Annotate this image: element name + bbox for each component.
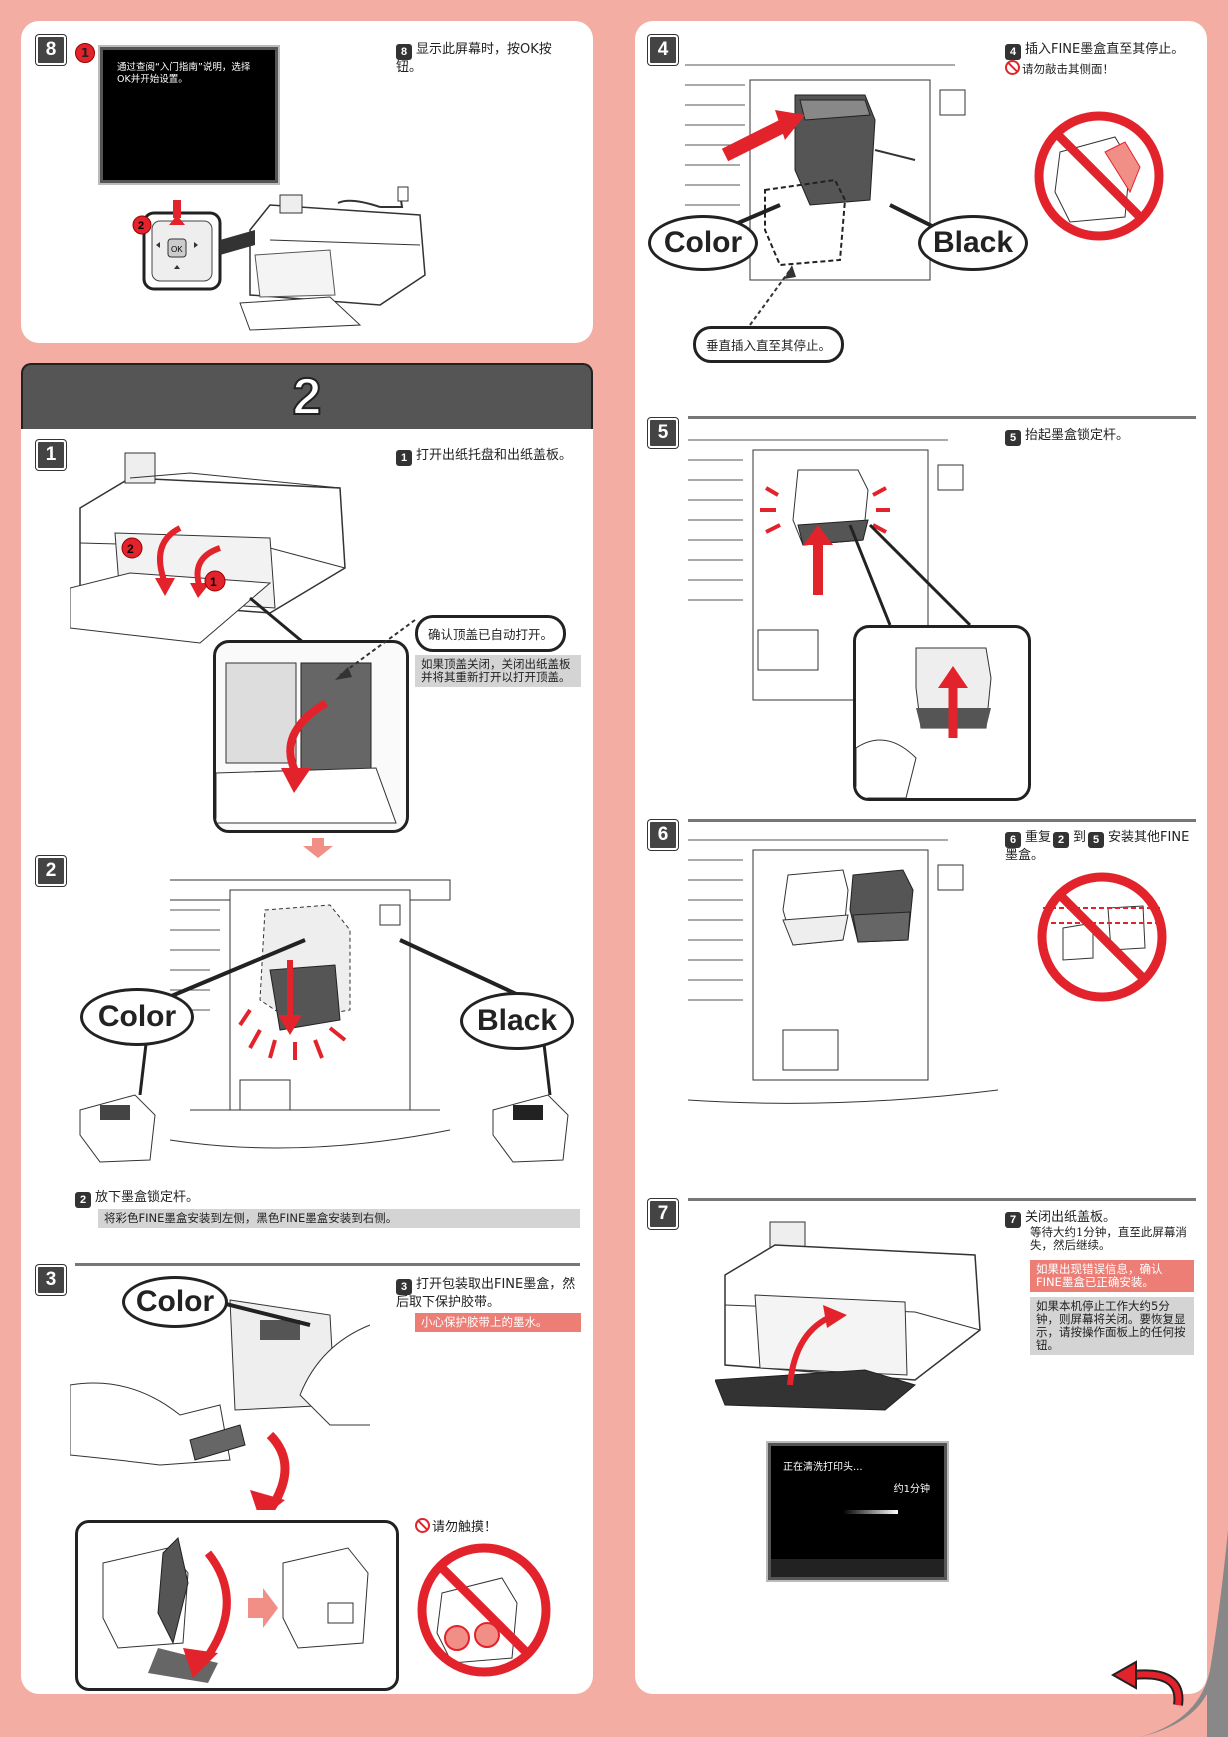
step7-number: 7: [648, 1199, 678, 1229]
step7-red-note: 如果出现错误信息，确认FINE墨盒已正确安装。: [1030, 1260, 1194, 1292]
step6-ref-a: 2: [1053, 832, 1070, 848]
cleaning-screen-line2: 约1分钟: [893, 1484, 930, 1495]
step6-text-b: 到: [1073, 830, 1087, 845]
printer-open-tray-illustration: 2 1: [70, 452, 346, 648]
step1-instruction: 1 打开出纸托盘和出纸盖板。: [396, 448, 591, 466]
step7-instruction-text: 关闭出纸盖板。: [1025, 1210, 1117, 1225]
both-cartridges-installed-illustration: [688, 839, 998, 1104]
section-header: 2: [21, 363, 593, 429]
do-not-tap-prohibition-icon: [1034, 111, 1164, 241]
step1-zoom-frame: [213, 640, 409, 833]
step5-instruction-text: 抬起墨盒锁定杆。: [1025, 428, 1130, 443]
screen-bottom-bar: [771, 1559, 944, 1577]
step7-gray-note: 如果本机停止工作大约5分钟，则屏幕将关闭。要恢复显示，请按操作面板上的任何按钮。: [1030, 1297, 1194, 1355]
step2-instruction-text: 放下墨盒锁定杆。: [95, 1190, 200, 1205]
step7-badge: 7: [1005, 1212, 1021, 1228]
incorrect-install-prohibition-icon: [1037, 872, 1167, 1002]
step3-no-touch: 请勿触摸！: [415, 1518, 497, 1536]
step4-instruction-text: 插入FINE墨盒直至其停止。: [1025, 42, 1185, 57]
turn-page-arrow-icon: [1110, 1660, 1184, 1706]
step7-instruction: 7 关闭出纸盖板。: [1005, 1210, 1195, 1228]
step8-badge: 8: [396, 44, 412, 60]
do-not-touch-prohibition-icon: [417, 1543, 551, 1677]
step3-number: 3: [36, 1265, 66, 1295]
step3-instruction-text: 打开包装取出FINE墨盒，然后取下保护胶带。: [396, 1277, 576, 1310]
step5-badge: 5: [1005, 430, 1021, 446]
step4-dashed-pointer: [749, 265, 796, 326]
step6-text-a: 重复: [1025, 830, 1052, 845]
cartridge-lock-lever-illustration: [169, 879, 451, 1149]
step2-instruction: 2 放下墨盒锁定杆。: [75, 1190, 375, 1208]
step3-color-bubble: Color: [122, 1276, 228, 1328]
ok-label: OK: [171, 245, 183, 254]
step1-callout: 确认顶盖已自动打开。: [415, 615, 567, 652]
lever-detail-illustration: [856, 647, 992, 798]
step1-marker1: 1: [210, 575, 217, 589]
step4-black-bubble: Black: [918, 215, 1028, 271]
step1-badge: 1: [396, 450, 412, 466]
remove-tape-illustration: [70, 1299, 371, 1510]
step6-text-c: 安装其他FINE墨盒。: [1005, 830, 1190, 863]
step3-rule: [75, 1263, 580, 1266]
prohibited-icon: [1005, 60, 1020, 75]
step1-marker2: 2: [127, 542, 134, 556]
step5-number: 5: [648, 418, 678, 448]
step2-badge: 2: [75, 1192, 91, 1208]
close-output-cover-illustration: [715, 1221, 981, 1411]
page-curl: [1140, 1530, 1228, 1737]
step1-number: 1: [36, 440, 66, 470]
setup-screen: 通过查阅“入门指南”说明，选择OK并开始设置。: [100, 47, 278, 183]
down-arrow-icon: [303, 838, 333, 858]
step5-instruction: 5 抬起墨盒锁定杆。: [1005, 428, 1195, 446]
cleaning-screen-line1: 正在清洗打印头...: [783, 1462, 863, 1473]
step3-warning: 小心保护胶带上的墨水。: [415, 1313, 581, 1332]
step3-detail-frame: [75, 1520, 399, 1691]
step4-warning-text: 请勿敲击其侧面！: [1022, 62, 1114, 76]
color-cartridge-icon: [79, 1094, 156, 1163]
step6-ref-b: 5: [1088, 832, 1105, 848]
step4-number: 4: [648, 35, 678, 65]
dashed-pointer: [335, 619, 416, 680]
step4-warning: 请勿敲击其侧面！: [1005, 60, 1114, 76]
section-number: 2: [292, 367, 323, 427]
step3-no-touch-text: 请勿触摸！: [432, 1520, 498, 1535]
step2-number: 2: [36, 856, 66, 886]
step2-black-bubble: Black: [460, 992, 574, 1050]
step7-rule: [688, 1198, 1196, 1201]
marker-2-label: 2: [138, 220, 144, 232]
cleaning-screen: 正在清洗打印头... 约1分钟: [768, 1443, 947, 1580]
setup-screen-text: 通过查阅“入门指南”说明，选择OK并开始设置。: [117, 62, 251, 85]
cleaning-progress-bar: [843, 1510, 898, 1514]
step8-instruction-text: 显示此屏幕时，按OK按钮。: [396, 42, 552, 75]
step4-badge: 4: [1005, 44, 1021, 60]
step7-subtext: 等待大约1分钟，直至此屏幕消失，然后继续。: [1030, 1225, 1187, 1252]
step6-rule: [688, 819, 1196, 822]
step4-color-bubble: Color: [648, 215, 758, 271]
step2-color-bubble: Color: [80, 988, 194, 1046]
printer-ok-illustration: OK 2: [132, 186, 426, 331]
step6-badge: 6: [1005, 832, 1021, 848]
step6-number: 6: [648, 820, 678, 850]
cover-open-detail-illustration: [216, 662, 397, 824]
step5-zoom-lines: [848, 523, 972, 627]
step1-instruction-text: 打开出纸托盘和出纸盖板。: [416, 448, 573, 463]
insert-cartridge-illustration: [685, 64, 966, 281]
step5-zoom-frame: [853, 625, 1031, 801]
step3-badge: 3: [396, 1279, 412, 1295]
step4-callout: 垂直插入直至其停止。: [693, 326, 845, 363]
black-cartridge-icon: [492, 1094, 569, 1163]
marker-1-icon: 1: [75, 43, 95, 63]
step2-note: 将彩色FINE墨盒安装到左侧，黑色FINE墨盒安装到右侧。: [98, 1209, 580, 1228]
step8-number: 8: [36, 35, 66, 65]
step4-instruction: 4 插入FINE墨盒直至其停止。: [1005, 42, 1210, 60]
step1-note: 如果顶盖关闭，关闭出纸盖板并将其重新打开以打开顶盖。: [415, 655, 581, 687]
tape-peel-detail-illustration: [102, 1537, 369, 1683]
step5-rule: [688, 416, 1196, 419]
prohibited-icon: [415, 1518, 430, 1533]
